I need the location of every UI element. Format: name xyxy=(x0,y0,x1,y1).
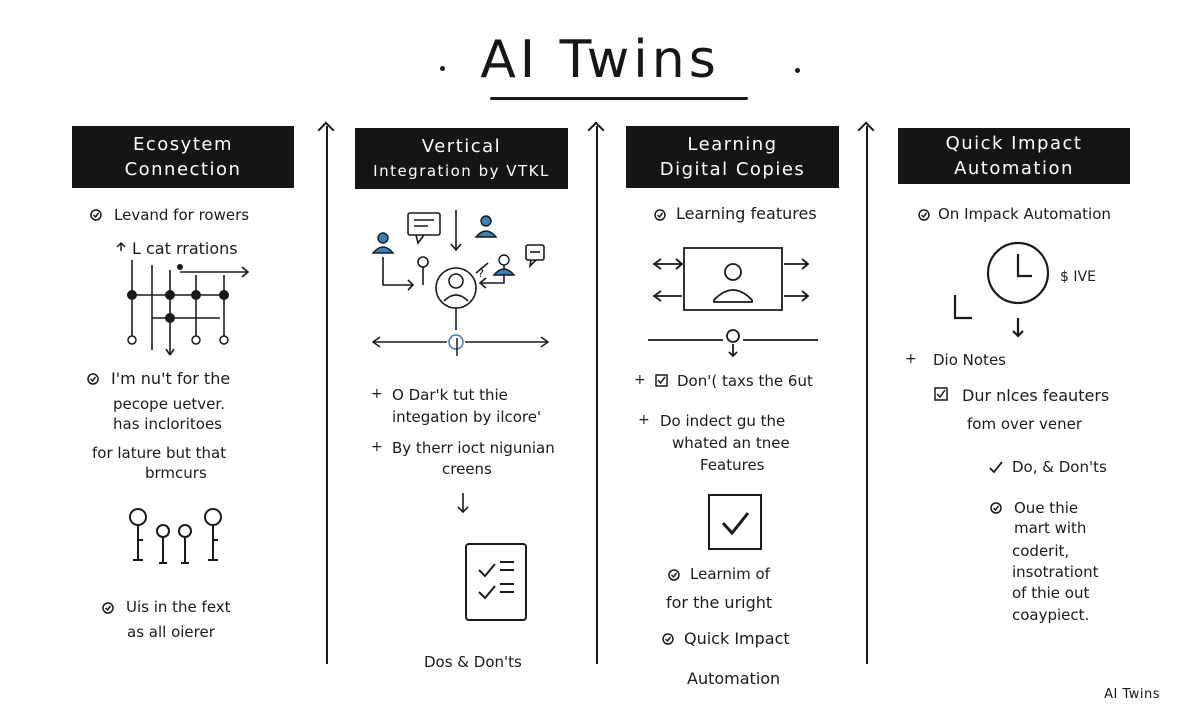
col3-bottom-line-3: Quick Impact xyxy=(684,629,790,648)
col2-caption: Dos & Don'ts xyxy=(424,653,522,671)
col1-note-line-4: for lature but that xyxy=(92,444,227,462)
col4-item4-line-1: Oue thie xyxy=(1014,499,1079,517)
col3-bottom-line-4: Automation xyxy=(687,669,781,688)
divider-3 xyxy=(866,126,868,664)
col1-bottom-line-2: as all oierer xyxy=(127,623,215,641)
plus-icon: + xyxy=(905,351,917,367)
col4-item4-line-4: insotrationt xyxy=(1012,563,1099,581)
plus-icon: + xyxy=(371,386,383,402)
header-line-1: Vertical xyxy=(421,135,502,157)
col1-note-line-2: pecope uetver. xyxy=(113,395,225,413)
header-vertical-integration: Vertical Integration by VTKL xyxy=(355,128,568,189)
check-circle-icon xyxy=(102,602,114,614)
col4-item4-line-6: coaypiect. xyxy=(1012,606,1090,624)
checkmark-icon xyxy=(988,460,1004,474)
integration-diagram: ? xyxy=(368,205,558,335)
header-ecosystem-connection: Ecosytem Connection xyxy=(72,126,294,188)
checkbox-checked-icon xyxy=(707,493,763,551)
col3-item2-line-3: Features xyxy=(700,456,765,474)
digital-copy-screen xyxy=(648,240,828,360)
check-circle-icon xyxy=(990,502,1002,514)
col4-item4-line-2: mart with xyxy=(1014,519,1087,537)
col4-bullet-1: On Impack Automation xyxy=(938,205,1111,223)
header-line-1: Learning xyxy=(687,134,778,155)
header-line-1: Quick Impact xyxy=(945,133,1083,154)
header-line-1: Ecosytem xyxy=(133,134,233,155)
col1-diagram-label: L cat rrations xyxy=(132,239,238,258)
checkbox-icon xyxy=(655,374,668,387)
col1-bullet-1: Levand for rowers xyxy=(114,206,250,224)
header-line-2: Digital Copies xyxy=(659,159,806,180)
col2-item1-line-2: integation by ilcore' xyxy=(392,408,542,426)
col3-item2-line-2: whated an tnee xyxy=(672,434,790,452)
check-circle-icon xyxy=(654,209,666,221)
checklist-icon xyxy=(464,542,528,622)
col2-item1-line-1: O Dar'k tut thie xyxy=(392,386,508,404)
check-circle-icon xyxy=(668,569,680,581)
plus-icon: + xyxy=(634,372,646,388)
page-title: AI Twins xyxy=(480,30,720,90)
footer-brand: AI Twins xyxy=(1104,687,1160,702)
col1-note-line-1: I'm nu't for the xyxy=(111,369,231,388)
check-circle-icon xyxy=(87,373,99,385)
col3-bullet-1: Learning features xyxy=(676,204,817,223)
col2-item2-line-1: By therr ioct nigunian xyxy=(392,439,555,457)
col3-item1-line-1: Don'( taxs the 6ut xyxy=(677,372,813,390)
col4-item4-line-5: of thie out xyxy=(1012,584,1090,602)
clock-label: $ IVE xyxy=(1060,269,1096,285)
header-line-2: Integration by VTKL xyxy=(373,161,550,180)
col1-note-line-3: has incloritoes xyxy=(113,415,222,433)
col4-item3-line-1: Do, & Don'ts xyxy=(1012,458,1107,476)
col3-bottom-line-1: Learnim of xyxy=(690,565,770,583)
col1-note-line-5: brmcurs xyxy=(145,464,207,482)
arrow-up-icon xyxy=(116,242,126,252)
col3-bottom-line-2: for the uright xyxy=(666,593,773,612)
header-quick-impact-automation: Quick Impact Automation xyxy=(898,128,1130,184)
col4-item4-line-3: coderit, xyxy=(1012,542,1070,560)
col4-item2-line-2: fom over vener xyxy=(967,415,1083,433)
clock-icon xyxy=(950,240,1070,340)
connector-line xyxy=(455,338,459,356)
check-circle-icon xyxy=(918,209,930,221)
header-line-2: Automation xyxy=(954,158,1074,179)
checkbox-icon xyxy=(934,387,948,401)
col4-item2-line-1: Dur nlces feauters xyxy=(962,386,1110,405)
people-icons xyxy=(125,505,225,565)
svg-text:?: ? xyxy=(478,267,484,280)
network-diagram xyxy=(127,255,260,365)
col4-item1-line-1: Dio Notes xyxy=(933,351,1006,369)
divider-1 xyxy=(326,126,328,664)
check-circle-icon xyxy=(90,209,102,221)
divider-2 xyxy=(596,126,598,664)
title-dot-left xyxy=(440,66,445,71)
header-learning-digital-copies: Learning Digital Copies xyxy=(626,126,839,188)
header-line-2: Connection xyxy=(124,159,242,180)
col3-item2-line-1: Do indect gu the xyxy=(660,412,786,430)
connector-arrows xyxy=(368,327,558,357)
plus-icon: + xyxy=(371,439,383,455)
title-underline xyxy=(490,97,748,100)
col2-item2-line-2: creens xyxy=(442,460,492,478)
title-dot-right xyxy=(795,68,800,73)
plus-icon: + xyxy=(638,412,650,428)
col1-bottom-line-1: Uis in the fext xyxy=(126,598,231,616)
check-circle-icon xyxy=(662,633,674,645)
arrow-down-icon xyxy=(456,492,470,514)
